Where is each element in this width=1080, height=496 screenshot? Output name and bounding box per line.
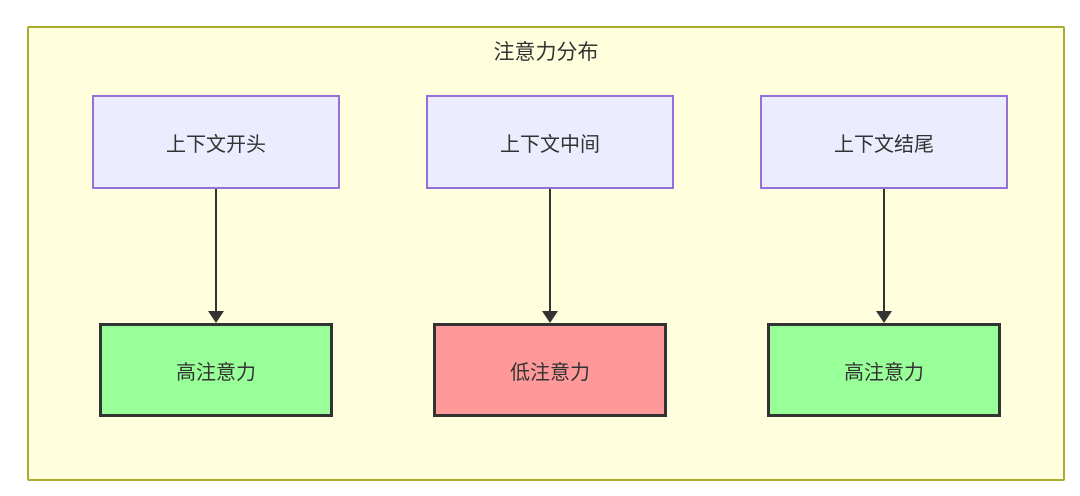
node-high-attention-2: 高注意力 — [767, 323, 1001, 417]
arrow-context-end — [876, 189, 892, 323]
arrow-context-middle — [542, 189, 558, 323]
node-context-start: 上下文开头 — [92, 95, 340, 189]
diagram-title: 注意力分布 — [493, 40, 599, 64]
column-context-start: 上下文开头 高注意力 — [92, 95, 340, 417]
node-context-start-label: 上下文开头 — [166, 131, 266, 156]
node-high-attention-1-label: 高注意力 — [176, 359, 256, 384]
node-context-end: 上下文结尾 — [760, 95, 1008, 189]
column-context-end: 上下文结尾 高注意力 — [760, 95, 1008, 417]
attention-distribution-frame: 注意力分布 上下文开头 高注意力 上下文中间 低注意力 — [27, 26, 1065, 481]
arrow-head-icon — [876, 311, 892, 323]
arrow-shaft — [883, 189, 885, 311]
node-high-attention-1: 高注意力 — [99, 323, 333, 417]
arrow-shaft — [215, 189, 217, 311]
node-high-attention-2-label: 高注意力 — [844, 359, 924, 384]
arrow-head-icon — [542, 311, 558, 323]
node-context-end-label: 上下文结尾 — [834, 131, 934, 156]
arrow-shaft — [549, 189, 551, 311]
column-context-middle: 上下文中间 低注意力 — [426, 95, 674, 417]
node-context-middle: 上下文中间 — [426, 95, 674, 189]
arrow-context-start — [208, 189, 224, 323]
node-low-attention: 低注意力 — [433, 323, 667, 417]
node-low-attention-label: 低注意力 — [510, 359, 590, 384]
node-context-middle-label: 上下文中间 — [500, 131, 600, 156]
arrow-head-icon — [208, 311, 224, 323]
